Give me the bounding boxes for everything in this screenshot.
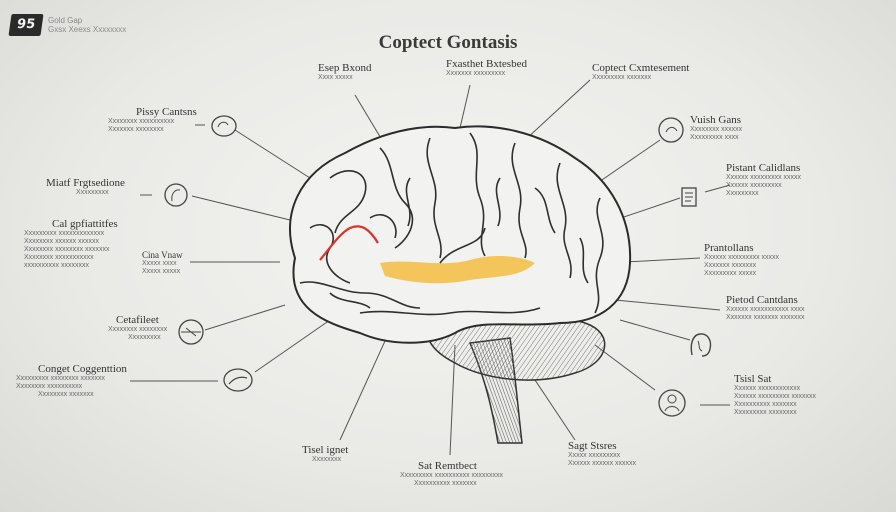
label-sub: Xxxxxxxx xxxxxx xxxxxx [24,238,100,245]
label-heading: Tsisl Sat [734,373,772,385]
label-sub: Xxxxxx xxxxxx xxxxxx [568,460,637,467]
highlight-region [380,256,535,284]
label-sub: Xxxxxxxxx xxxxxxxxxxxxx [24,230,105,237]
label-sub: Xxxx xxxxx [318,74,353,81]
label-sub: Xxxxxxxxx [726,190,759,197]
label-sub: Xxxxxxxxx xxxxx [704,270,757,277]
label-left-4: Cina Vnaw Xxxxx xxxx Xxxxx xxxxx [142,250,183,276]
label-heading: Coptect Cxmtesement [592,62,690,74]
label-sub: Xxxxx xxxx [142,260,177,267]
label-bottom-center: Sat Remtbect Xxxxxxxxx xxxxxxxxxx xxxxxx… [400,460,503,488]
label-heading: Tisel ignet [302,444,349,456]
label-sub: Xxxxxxxxx [128,334,161,341]
label-sub: Xxxxxxx xxxxxxxx [108,126,164,133]
label-sub: Xxxxxxxx [312,456,342,463]
label-sub: Xxxxxxxxx xxxx [690,134,739,141]
label-bottom-left: Tisel ignet Xxxxxxxx [302,444,348,464]
label-heading: Cal gpfiattitfes [52,218,118,230]
label-sub: Xxxxxxxxx xxxxxxxx xxxxxxx [16,375,106,382]
label-sub: Xxxxxxxxxx xxxxxxx [734,401,797,408]
label-heading: Pissy Cantsns [136,106,197,118]
person-icon [658,389,686,417]
label-sub: Xxxxxxxxx [76,189,109,196]
label-sub: Xxxxxxxx xxxxxxxx xxxxxxx [24,246,110,253]
label-heading: Cetafileet [116,314,159,326]
label-sub: Xxxxxxxx xxxxxxxx [108,326,168,333]
label-heading: Miatf Frgtsedione [46,177,125,189]
label-sub: Xxxxxxx xxxxxxxxx [446,70,506,77]
label-right-1: Vuish Gans Xxxxxxxx xxxxxx Xxxxxxxxx xxx… [690,114,742,142]
label-left-5: Cetafileet Xxxxxxxx xxxxxxxx Xxxxxxxxx [108,314,167,342]
label-heading: Conget Coggenttion [38,363,127,375]
label-sub: Xxxxxxxxxx xxxxxxx [414,480,477,487]
brain-illustration [289,125,632,444]
label-sub: Xxxxx xxxxx [142,268,181,275]
logo-line1: Gold Gap [48,16,83,25]
clipboard-icon [681,187,697,207]
cerebrum [289,125,632,344]
label-sub: Xxxxxxx xxxxxxx xxxxxxx [726,314,805,321]
face-icon [658,117,684,143]
label-sub: Xxxxxxxx xxxxxxxxxx [16,383,83,390]
label-left-2: Miatf Frgtsedione Xxxxxxxxx [46,177,125,197]
label-right-3: Prantollans Xxxxxx xxxxxxxxx xxxxx Xxxxx… [704,242,779,278]
label-sub: Xxxxxx xxxxxxxxx xxxxxxx [734,393,817,400]
label-sub: Xxxxx xxxxxxxxx [568,452,621,459]
target-icon [178,319,204,345]
label-sub: Xxxxxx xxxxxxxxx xxxxx [704,254,780,261]
label-bottom-right: Sagt Stsres Xxxxx xxxxxxxxx Xxxxxx xxxxx… [568,440,636,468]
label-sub: Xxxxxx xxxxxxxxxxx xxxx [726,306,805,313]
label-heading: Prantollans [704,242,754,254]
label-heading: Esep Bxond [318,62,372,74]
label-heading: Sat Remtbect [418,460,477,472]
label-right-2: Pistant Calidlans Xxxxxx xxxxxxxxx xxxxx… [726,162,801,198]
logo-line2: Gxsx Xeexs Xxxxxxxx [48,25,127,34]
label-heading: Cina Vnaw [142,250,183,260]
label-sub: Xxxxxxxx xxxxxxxxxx [108,118,175,125]
label-sub: Xxxxxxxx xxxxxxx [38,391,94,398]
label-heading: Pietod Cantdans [726,294,798,306]
label-heading: Pistant Calidlans [726,162,801,174]
hand-icon [690,333,712,357]
label-left-1: Pissy Cantsns Xxxxxxxx xxxxxxxxxx Xxxxxx… [108,106,197,134]
label-sub: xxxxxxxxxx xxxxxxxx [24,262,89,269]
accent-path [319,225,379,261]
label-left-6: Conget Coggenttion Xxxxxxxxx xxxxxxxx xx… [16,363,127,399]
label-sub: Xxxxxxxxx xxxxxxxx [734,409,797,416]
label-sub: Xxxxxxxx xxxxxxxxxxx [24,254,94,261]
label-sub: Xxxxxxxxx xxxxxxxxxx xxxxxxxxx [400,472,504,479]
label-sub: Xxxxxxx xxxxxxx [704,262,757,269]
label-top-right: Coptect Cxmtesement Xxxxxxxxx xxxxxxx [592,62,689,82]
label-sub: Xxxxxx xxxxxxxxx [726,182,782,189]
label-heading: Fxasthet Bxtesbed [446,58,527,70]
label-right-4: Pietod Cantdans Xxxxxx xxxxxxxxxxx xxxx … [726,294,805,322]
label-sub: Xxxxxx xxxxxxxxx xxxxx [726,174,802,181]
label-heading: Vuish Gans [690,114,741,126]
diagram-title: Coptect Gontasis [378,32,518,53]
head-profile-icon [164,183,188,207]
label-right-5: Tsisl Sat Xxxxxx xxxxxxxxxxxx Xxxxxx xxx… [734,373,816,417]
label-left-3: Cal gpfiattitfes Xxxxxxxxx xxxxxxxxxxxxx… [24,218,118,270]
hand-gesture-icon [223,368,253,392]
logo-text: Gold Gap Gxsx Xeexs Xxxxxxxx [48,16,126,34]
label-top-center: Fxasthet Bxtesbed Xxxxxxx xxxxxxxxx [446,58,527,78]
label-sub: Xxxxxxxx xxxxxx [690,126,743,133]
brain-icon [211,115,237,137]
label-top-left: Esep Bxond Xxxx xxxxx [318,62,371,82]
label-sub: Xxxxxxxxx xxxxxxx [592,74,652,81]
label-sub: Xxxxxx xxxxxxxxxxxx [734,385,801,392]
label-heading: Sagt Stsres [568,440,617,452]
